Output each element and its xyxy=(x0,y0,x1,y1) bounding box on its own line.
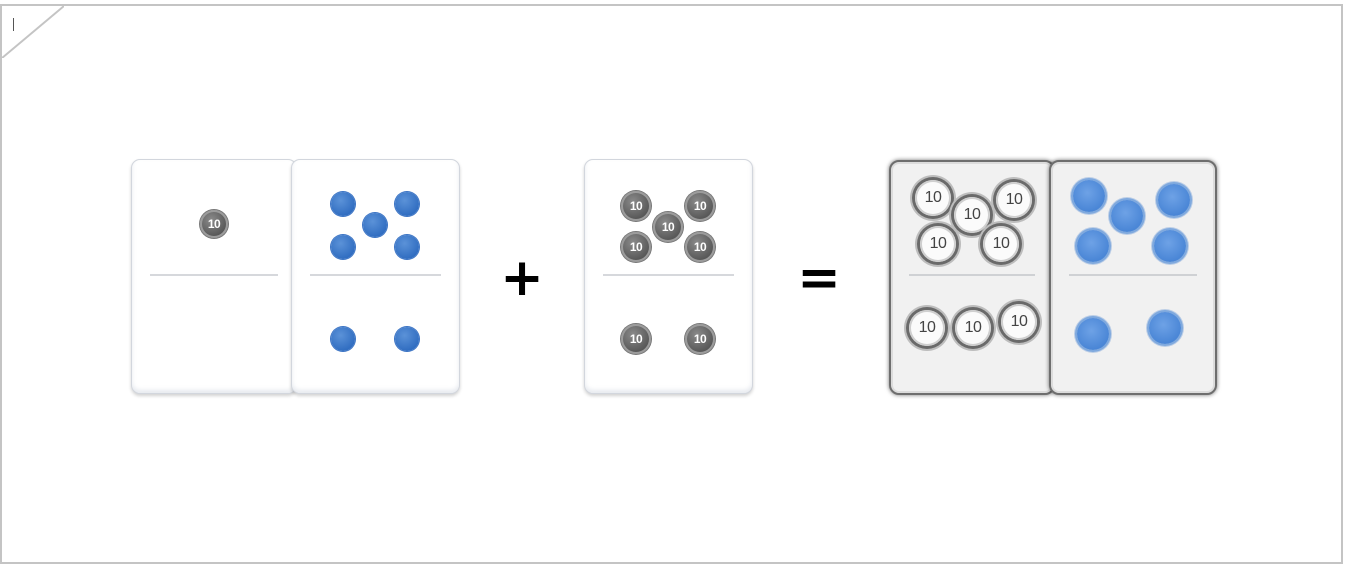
blue-counter-icon xyxy=(331,327,355,351)
domino-divider xyxy=(909,274,1035,276)
ten-coin-icon: 10 xyxy=(200,210,228,238)
ten-coin-sketch-icon: 10 xyxy=(983,226,1019,262)
text-cursor-icon xyxy=(13,18,14,31)
blue-counter-sketch-icon xyxy=(1149,312,1181,344)
ten-coin-sketch-icon: 10 xyxy=(955,310,991,346)
blue-counter-icon xyxy=(363,213,387,237)
ten-coin-icon: 10 xyxy=(621,232,651,262)
ten-coin-icon: 10 xyxy=(621,324,651,354)
ten-coin-sketch-icon: 10 xyxy=(909,310,945,346)
ten-coin-icon: 10 xyxy=(685,324,715,354)
domino-divider xyxy=(603,274,734,276)
blue-counter-icon xyxy=(331,192,355,216)
ten-coin-sketch-icon: 10 xyxy=(996,182,1032,218)
blue-counter-icon xyxy=(331,235,355,259)
domino-divider xyxy=(1069,274,1197,276)
blue-counter-sketch-icon xyxy=(1077,318,1109,350)
blue-counter-sketch-icon xyxy=(1073,180,1105,212)
ten-coin-icon: 10 xyxy=(685,191,715,221)
blue-counter-sketch-icon xyxy=(1158,184,1190,216)
tens-tile[interactable]: 10 10 10 10 10 10 10 xyxy=(584,159,753,394)
blue-counter-sketch-icon xyxy=(1077,230,1109,262)
ten-coin-sketch-icon: 10 xyxy=(1001,304,1037,340)
ten-coin-icon: 10 xyxy=(685,232,715,262)
ten-coin-icon: 10 xyxy=(653,212,683,242)
domino-left-half-1[interactable]: 10 xyxy=(131,159,297,394)
blue-counter-sketch-icon xyxy=(1111,200,1143,232)
blue-counter-icon xyxy=(395,327,419,351)
fold-corner-icon xyxy=(2,6,64,58)
domino-divider xyxy=(150,274,278,276)
plus-operator: + xyxy=(500,248,544,308)
blue-counter-icon xyxy=(395,192,419,216)
result-domino-half-1[interactable]: 10 10 10 10 10 10 10 10 xyxy=(889,160,1055,395)
result-domino-half-2[interactable] xyxy=(1049,160,1217,395)
equals-operator: = xyxy=(797,248,841,308)
domino-left-half-2[interactable] xyxy=(291,159,460,394)
ten-coin-sketch-icon: 10 xyxy=(954,197,990,233)
blue-counter-icon xyxy=(395,235,419,259)
ten-coin-icon: 10 xyxy=(621,191,651,221)
ten-coin-sketch-icon: 10 xyxy=(915,180,951,216)
ten-coin-sketch-icon: 10 xyxy=(920,226,956,262)
blue-counter-sketch-icon xyxy=(1154,230,1186,262)
domino-divider xyxy=(310,274,441,276)
